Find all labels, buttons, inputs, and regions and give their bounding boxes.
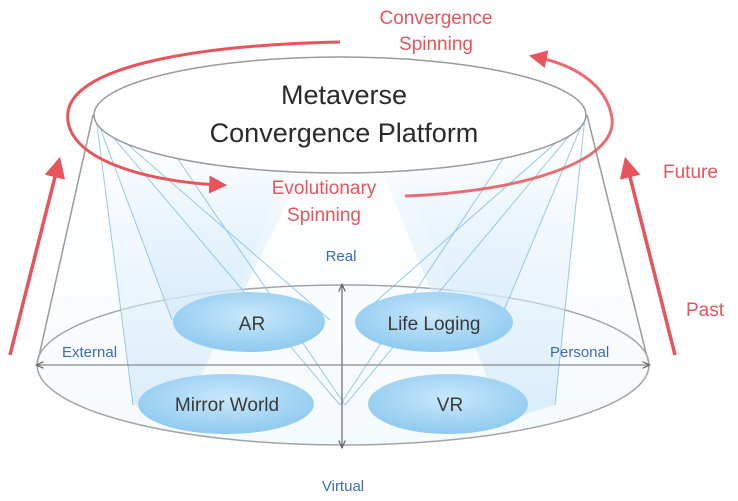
mirror-world-ellipse bbox=[138, 374, 314, 434]
frustum-right-edge bbox=[586, 114, 650, 366]
cone-vr bbox=[380, 117, 585, 420]
platform-ellipse bbox=[93, 56, 587, 174]
left-time-arrow bbox=[8, 156, 66, 356]
axis-real-label: Real bbox=[326, 248, 357, 265]
platform-title-line2: Convergence Platform bbox=[210, 118, 479, 148]
convergence-spinning-label-2: Spinning bbox=[399, 34, 473, 55]
vr-label: VR bbox=[437, 395, 463, 416]
life-logging-ellipse bbox=[355, 292, 513, 352]
cone-ar bbox=[96, 117, 330, 338]
convergence-swirl-arc bbox=[66, 40, 341, 194]
right-time-arrow bbox=[619, 156, 677, 356]
future-label: Future bbox=[663, 162, 718, 183]
life-logging-label: Life Loging bbox=[388, 314, 481, 335]
evolutionary-spinning-label-2: Spinning bbox=[287, 205, 361, 226]
platform-title-line1: Metaverse bbox=[281, 80, 407, 110]
mirror-world-label: Mirror World bbox=[175, 395, 279, 416]
ar-ellipse bbox=[173, 292, 325, 352]
convergence-swirl-tail bbox=[404, 50, 614, 198]
past-label: Past bbox=[686, 300, 725, 321]
convergence-spinning-label-1: Convergence bbox=[379, 8, 492, 29]
vr-ellipse bbox=[368, 374, 528, 434]
axis-virtual-label: Virtual bbox=[322, 478, 364, 495]
axis-external-label: External bbox=[62, 344, 117, 361]
evolutionary-spinning-label-1: Evolutionary bbox=[272, 178, 377, 199]
light-lines bbox=[95, 116, 586, 406]
axis-personal-label: Personal bbox=[550, 344, 609, 361]
frustum-left-edge bbox=[36, 114, 94, 366]
ar-label: AR bbox=[239, 314, 265, 335]
